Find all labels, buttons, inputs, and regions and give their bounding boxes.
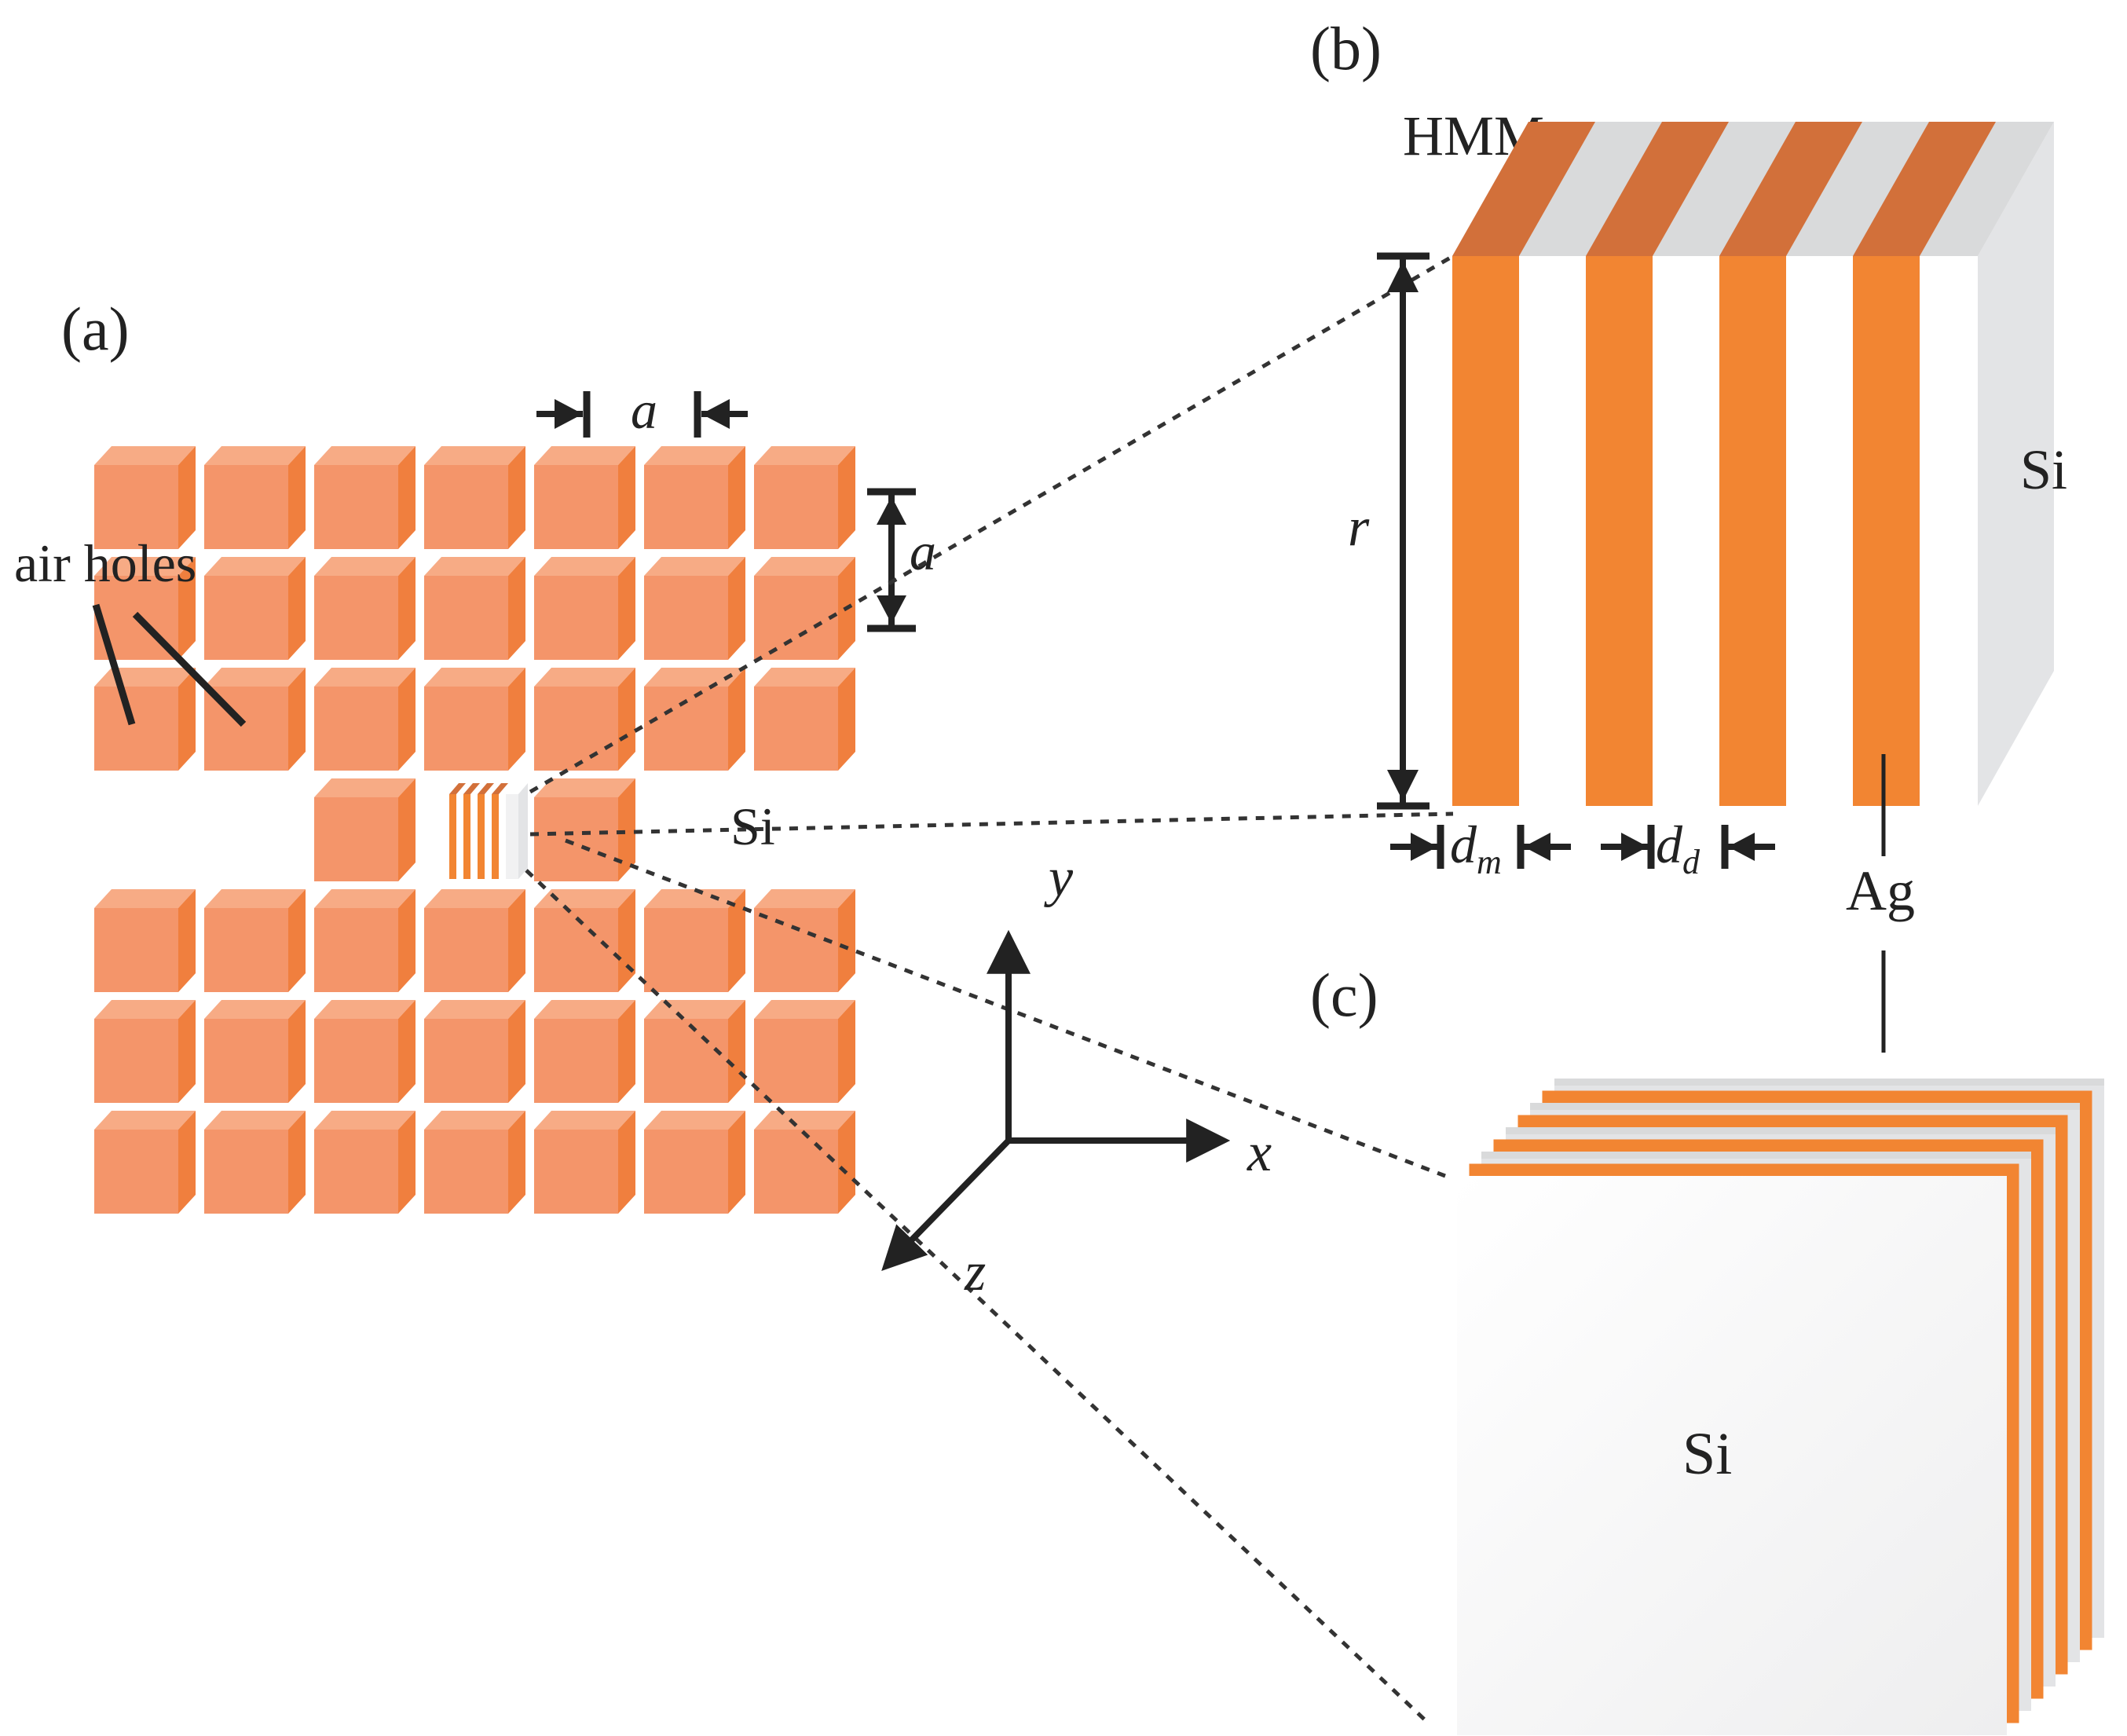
ag-layer-front-3	[1719, 256, 1786, 806]
z-axis	[881, 1138, 1011, 1272]
y-axis-label: y	[1044, 848, 1074, 908]
metal-thickness-marker	[1390, 825, 1571, 869]
radius-marker	[1377, 252, 1430, 810]
air-holes-label: air holes	[14, 533, 196, 593]
hmm-rod-top-stripes	[1452, 122, 1996, 256]
air-hole-rod-r7-c5	[534, 1111, 635, 1214]
hmm-rod-side-face	[1978, 122, 2054, 806]
ag-layer-top-3	[1719, 122, 1862, 256]
dielectric-thickness-label: dd	[1656, 815, 1701, 881]
air-hole-rod-r5-c4	[424, 889, 525, 992]
air-hole-rod-r2-c2	[204, 557, 306, 660]
side-view-si-label: Si	[1682, 1421, 1732, 1487]
air-hole-rod-r3-c3	[314, 668, 416, 771]
air-hole-rod-r2-c5	[534, 557, 635, 660]
lattice-constant-vertical	[867, 488, 916, 632]
air-hole-rod-r6-c2	[204, 1000, 306, 1103]
air-holes-pointer-2	[132, 611, 247, 727]
lattice-constant-horizontal	[536, 391, 748, 438]
ag-layer-top-1	[1452, 122, 1595, 256]
dielectric-thickness-marker	[1601, 825, 1775, 869]
defect-si-label: Si	[730, 797, 775, 856]
air-holes-pointer-1	[92, 603, 136, 726]
air-hole-rod-r7-c7	[754, 1111, 855, 1214]
air-hole-rod-r5-c1	[94, 889, 196, 992]
coordinate-axes	[881, 929, 1231, 1272]
air-hole-rod-r1-c5	[534, 446, 635, 549]
ag-layer-front-1	[1452, 256, 1519, 806]
air-hole-rod-r1-c1	[94, 446, 196, 549]
air-hole-rod-r1-c6	[644, 446, 745, 549]
air-hole-rod-r3-c5	[534, 668, 635, 771]
air-hole-rod-r7-c2	[204, 1111, 306, 1214]
radius-label: r	[1348, 497, 1370, 558]
air-hole-rod-r3-c7	[754, 668, 855, 771]
photonic-crystal-lattice	[94, 446, 855, 1214]
air-hole-rod-r1-c4	[424, 446, 525, 549]
air-hole-rod-r7-c4	[424, 1111, 525, 1214]
air-hole-rod-r2-c6	[644, 557, 745, 660]
air-hole-rod-r5-c6	[644, 889, 745, 992]
air-hole-rod-r5-c7	[754, 889, 855, 992]
air-hole-rod-r3-c2	[204, 668, 306, 771]
ag-label: Ag	[1846, 859, 1915, 922]
hmm-rod-large	[1452, 122, 2054, 806]
air-hole-rod-r7-c3	[314, 1111, 416, 1214]
air-hole-rod-r7-c1	[94, 1111, 196, 1214]
air-hole-rod-r2-c3	[314, 557, 416, 660]
air-hole-rod-r1-c3	[314, 446, 416, 549]
ag-layer-front-4	[1853, 256, 1920, 806]
hmm-rod-side-view	[1457, 1079, 2104, 1735]
air-hole-rod-r6-c7	[754, 1000, 855, 1103]
ag-layer-top-2	[1586, 122, 1729, 256]
x-axis-label: x	[1247, 1123, 1272, 1183]
hmm-rod-small	[449, 783, 528, 879]
side-view-si-face	[1457, 1176, 2007, 1735]
air-hole-rod-r5-c2	[204, 889, 306, 992]
air-hole-rod-r1-c7	[754, 446, 855, 549]
air-hole-rod-r6-c1	[94, 1000, 196, 1103]
air-hole-rod-r4-c5	[534, 778, 635, 881]
panel-a-label: (a)	[61, 295, 130, 363]
lattice-constant-vertical-label: a	[910, 522, 936, 581]
air-hole-rod-r2-c4	[424, 557, 525, 660]
hmm-rod-front-stripes	[1452, 256, 1920, 806]
z-axis-label: z	[964, 1242, 986, 1302]
air-hole-rod-r6-c6	[644, 1000, 745, 1103]
air-hole-rod-r3-c1	[94, 668, 196, 771]
air-hole-rod-r2-c7	[754, 557, 855, 660]
air-hole-rod-r4-c3	[314, 778, 416, 881]
air-hole-rod-r6-c4	[424, 1000, 525, 1103]
ag-layer-top-4	[1853, 122, 1996, 256]
air-hole-rod-r5-c5	[534, 889, 635, 992]
air-hole-rod-r3-c4	[424, 668, 525, 771]
air-hole-rod-r1-c2	[204, 446, 306, 549]
panel-c-label: (c)	[1310, 961, 1378, 1029]
air-hole-rod-r5-c3	[314, 889, 416, 992]
lattice-constant-horizontal-label: a	[631, 380, 657, 440]
metal-thickness-label: dm	[1450, 815, 1502, 881]
air-hole-rod-r3-c6	[644, 668, 745, 771]
panel-b-label: (b)	[1310, 14, 1382, 82]
air-hole-rod-r6-c5	[534, 1000, 635, 1103]
ag-layer-front-2	[1586, 256, 1653, 806]
air-hole-rod-r6-c3	[314, 1000, 416, 1103]
hmm-side-si-label: Si	[2020, 438, 2067, 501]
air-hole-rod-r7-c6	[644, 1111, 745, 1214]
